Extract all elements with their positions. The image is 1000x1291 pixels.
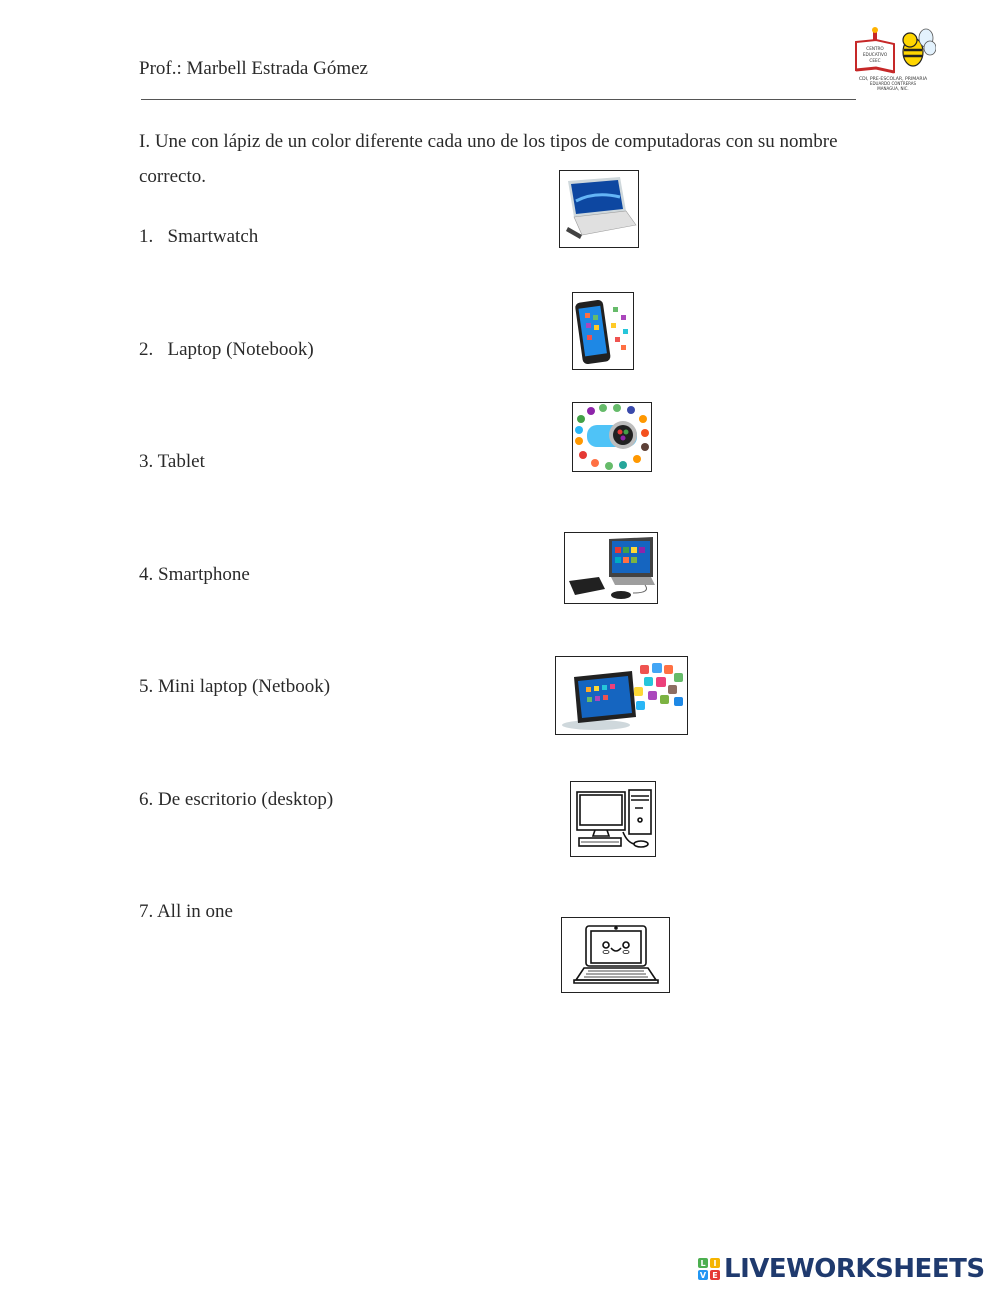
netbook-drawing-icon[interactable] xyxy=(561,917,670,993)
logo-letter: L xyxy=(698,1258,708,1268)
svg-text:MANAGUA, NIC.: MANAGUA, NIC. xyxy=(877,86,908,91)
laptop-photo-icon[interactable] xyxy=(559,170,639,248)
item-label-laptop: 2. Laptop (Notebook) xyxy=(139,339,314,360)
liveworksheets-logo-icon: L I V E xyxy=(698,1258,720,1280)
tablet-photo-icon[interactable] xyxy=(555,656,688,735)
svg-text:CENTRO: CENTRO xyxy=(866,46,884,51)
teacher-name: Prof.: Marbell Estrada Gómez xyxy=(139,58,368,79)
logo-letter: V xyxy=(698,1270,708,1280)
logo-letter: I xyxy=(710,1258,720,1268)
item-label-tablet: 3. Tablet xyxy=(139,451,205,472)
svg-text:EDUCATIVO: EDUCATIVO xyxy=(863,52,888,57)
smartwatch-photo-icon[interactable] xyxy=(572,402,652,472)
item-label-smartwatch: 1. Smartwatch xyxy=(139,226,259,247)
svg-text:CDI, PRE-ESCOLAR, PRIMARIA: CDI, PRE-ESCOLAR, PRIMARIA xyxy=(859,76,928,82)
school-bee-logo-icon: CENTRO EDUCATIVO CEEC CDI, PRE-ESCOLAR, … xyxy=(850,26,937,92)
svg-text:EDUARDO CONTRERAS: EDUARDO CONTRERAS xyxy=(870,81,917,86)
item-label-smartphone: 4. Smartphone xyxy=(139,564,250,585)
desktop-computer-drawing-icon[interactable] xyxy=(570,781,656,857)
header-divider xyxy=(141,99,856,100)
all-in-one-photo-icon[interactable] xyxy=(564,532,658,604)
item-label-desktop: 6. De escritorio (desktop) xyxy=(139,789,334,810)
brand-name: LIVEWORKSHEETS xyxy=(724,1254,985,1284)
smartphone-photo-icon[interactable] xyxy=(572,292,634,370)
item-label-netbook: 5. Mini laptop (Netbook) xyxy=(139,676,331,697)
liveworksheets-brand[interactable]: L I V E LIVEWORKSHEETS xyxy=(698,1254,985,1284)
instructions-text: I. Une con lápiz de un color diferente c… xyxy=(139,131,838,187)
svg-text:CEEC: CEEC xyxy=(869,58,880,63)
item-label-all-in-one: 7. All in one xyxy=(139,901,233,922)
logo-letter: E xyxy=(710,1270,720,1280)
